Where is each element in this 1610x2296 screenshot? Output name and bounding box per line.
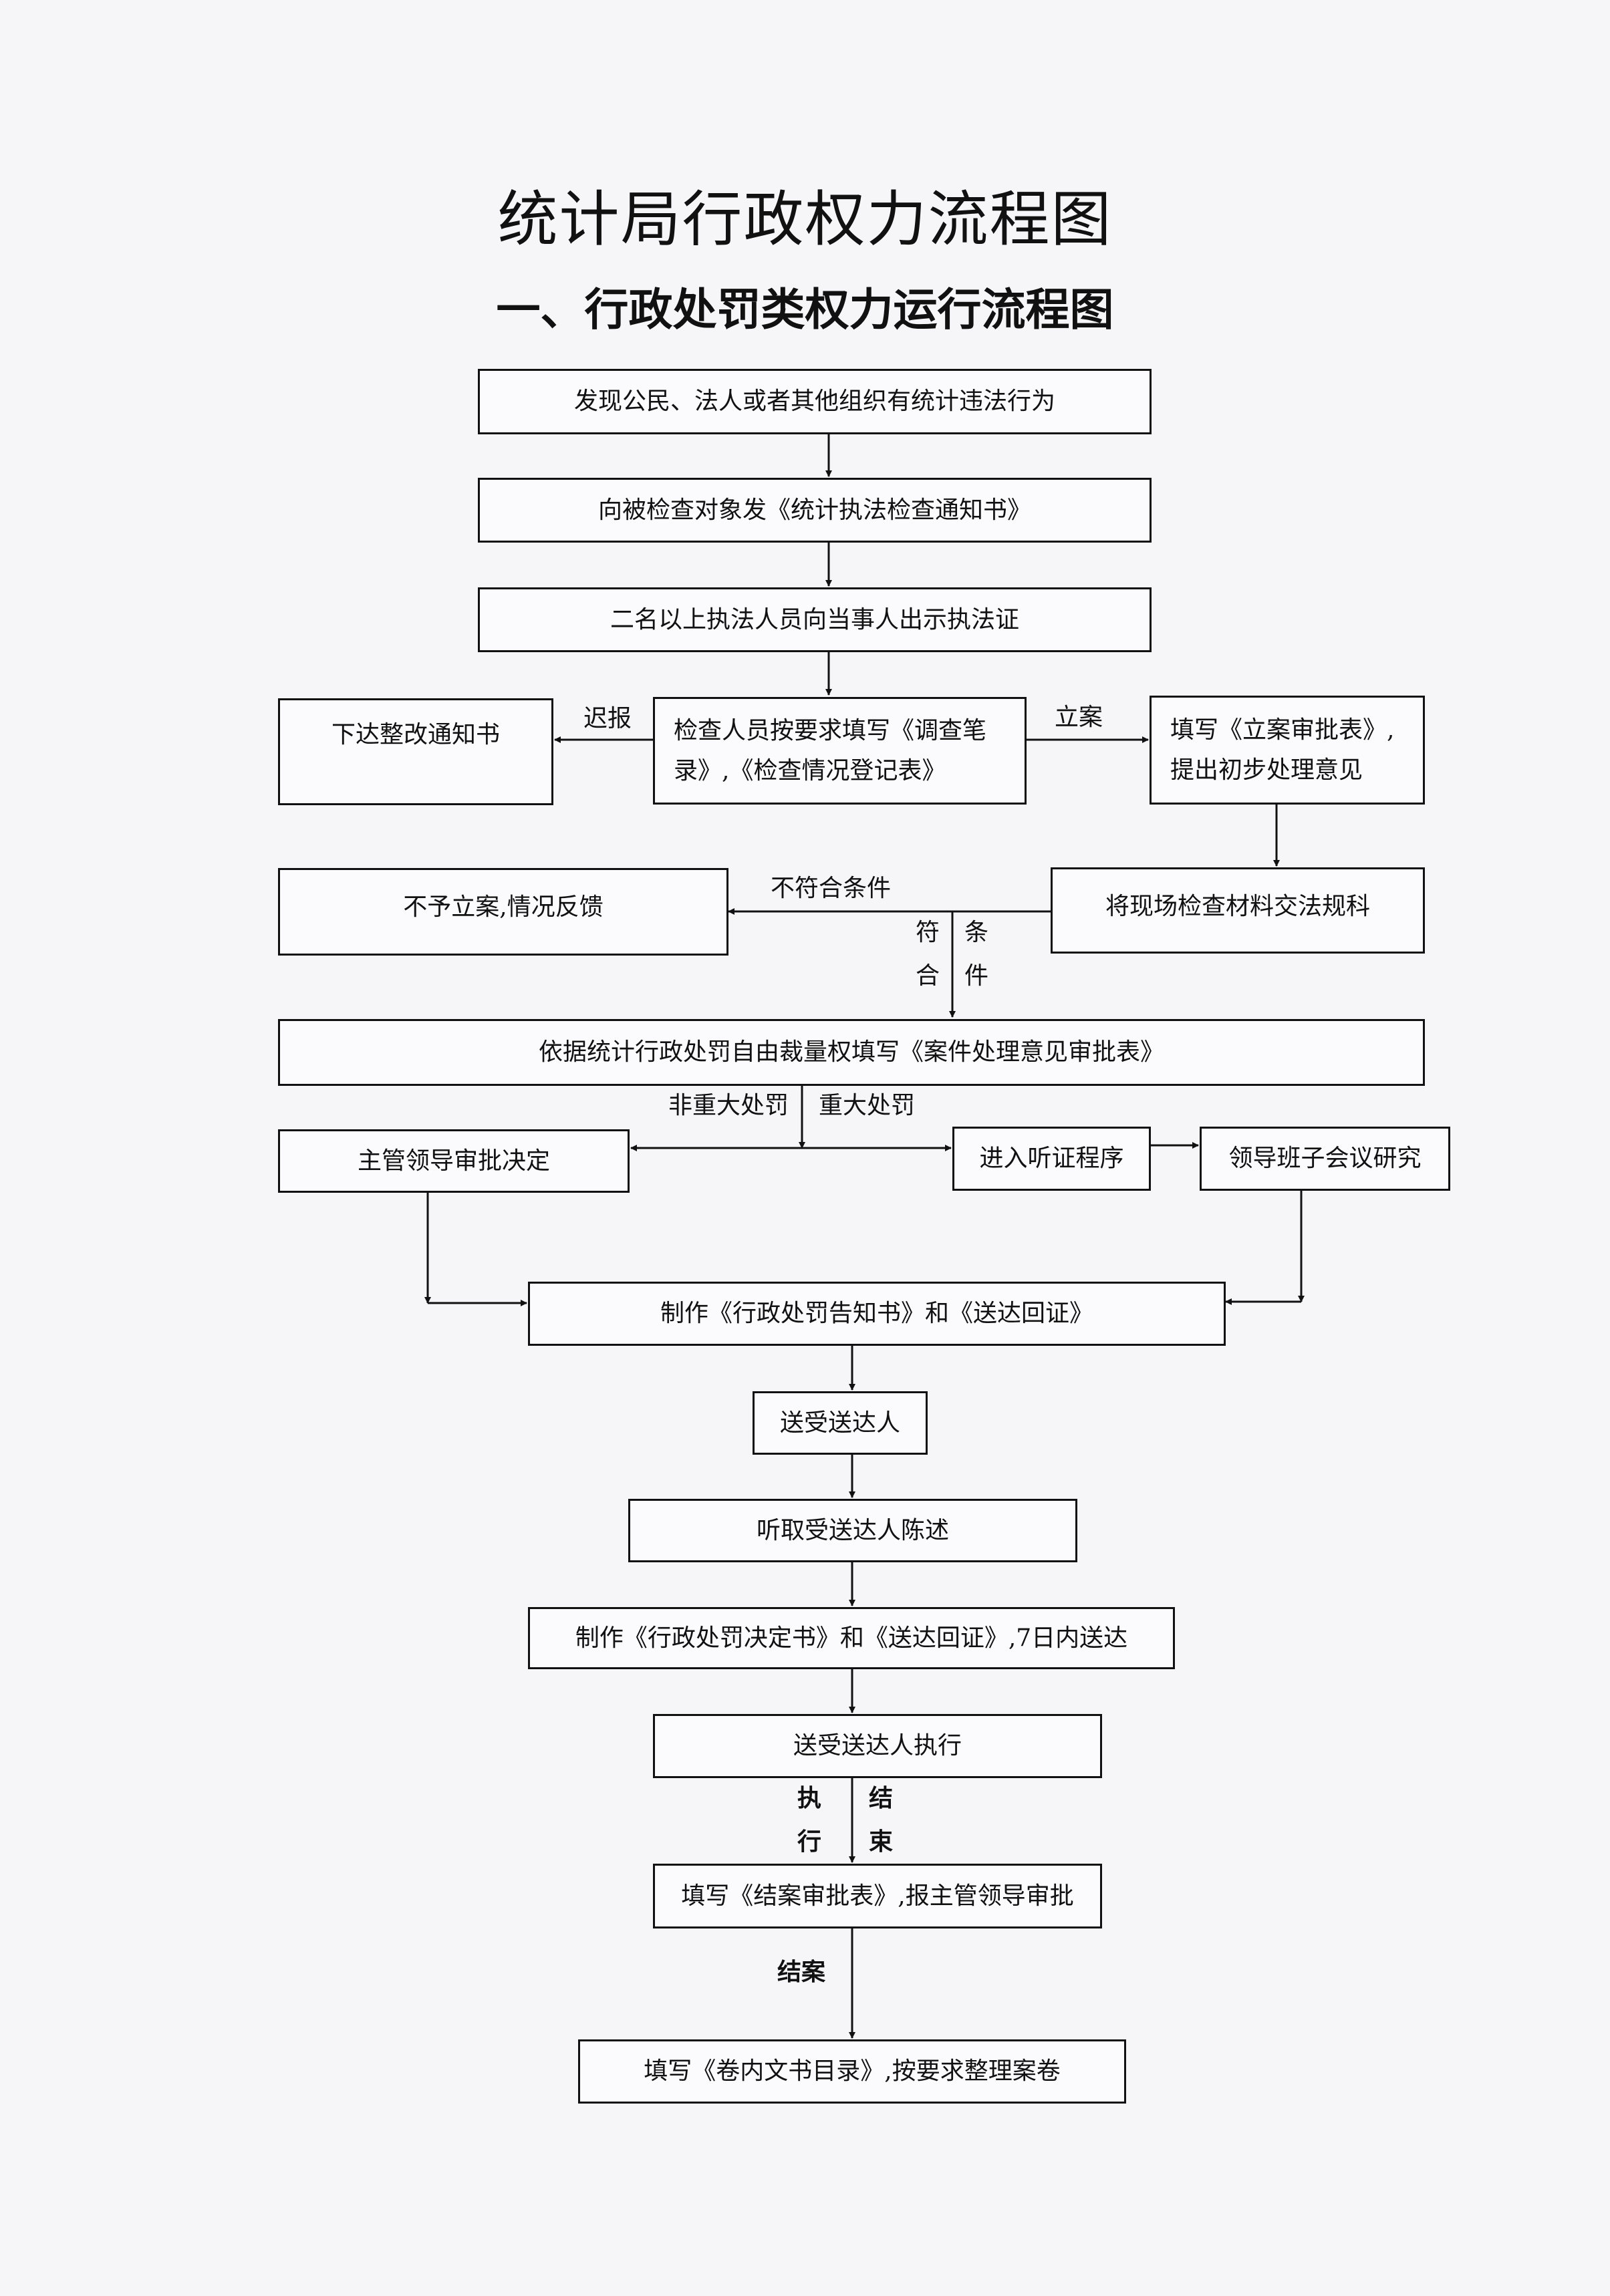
label-closed: 结案 [777, 1958, 826, 1986]
node-listen: 听取受送达人陈述 [628, 1499, 1077, 1562]
node-show-cert: 二名以上执法人员向当事人出示执法证 [478, 587, 1152, 652]
label-qualified-2: 合 [916, 962, 940, 990]
node-archive: 填写《卷内文书目录》,按要求整理案卷 [578, 2039, 1126, 2104]
node-close-form: 填写《结案审批表》,报主管领导审批 [653, 1864, 1102, 1928]
node-file-form: 填写《立案审批表》,提出初步处理意见 [1150, 696, 1425, 805]
node-notice-doc: 制作《行政处罚告知书》和《送达回证》 [528, 1282, 1226, 1346]
node-decision-doc: 制作《行政处罚决定书》和《送达回证》,7日内送达 [528, 1607, 1175, 1669]
label-exec-2: 行 [797, 1828, 822, 1856]
page-title: 统计局行政权力流程图 [497, 184, 1113, 255]
node-discretion: 依据统计行政处罚自由裁量权填写《案件处理意见审批表》 [278, 1019, 1425, 1086]
node-notice: 向被检查对象发《统计执法检查通知书》 [478, 478, 1152, 543]
node-meeting: 领导班子会议研究 [1200, 1127, 1450, 1191]
label-qualified-3: 条 [964, 919, 989, 946]
node-execute: 送受送达人执行 [653, 1714, 1102, 1778]
node-no-case: 不予立案,情况反馈 [278, 868, 728, 956]
page-subtitle: 一、行政处罚类权力运行流程图 [496, 283, 1114, 335]
label-qualified-4: 件 [964, 962, 989, 990]
arrow-transfer-discretion [949, 910, 1051, 1018]
label-major: 重大处罚 [819, 1092, 916, 1119]
node-rectify: 下达整改通知书 [278, 698, 553, 805]
label-qualified-1: 符 [916, 919, 940, 946]
label-end-2: 束 [869, 1828, 894, 1856]
label-open-case: 立案 [1055, 704, 1103, 731]
node-record: 检查人员按要求填写《调查笔录》,《检查情况登记表》 [653, 697, 1027, 805]
node-leader-approve: 主管领导审批决定 [278, 1129, 630, 1193]
node-hearing: 进入听证程序 [952, 1127, 1151, 1191]
node-transfer: 将现场检查材料交法规科 [1051, 867, 1425, 954]
label-not-qualified: 不符合条件 [771, 875, 892, 902]
label-minor: 非重大处罚 [668, 1092, 789, 1119]
label-report-back: 迟报 [583, 705, 632, 732]
node-discover: 发现公民、法人或者其他组织有统计违法行为 [478, 369, 1152, 434]
label-exec-1: 执 [797, 1784, 822, 1812]
label-end-1: 结 [869, 1784, 894, 1812]
node-deliver: 送受送达人 [753, 1391, 928, 1455]
